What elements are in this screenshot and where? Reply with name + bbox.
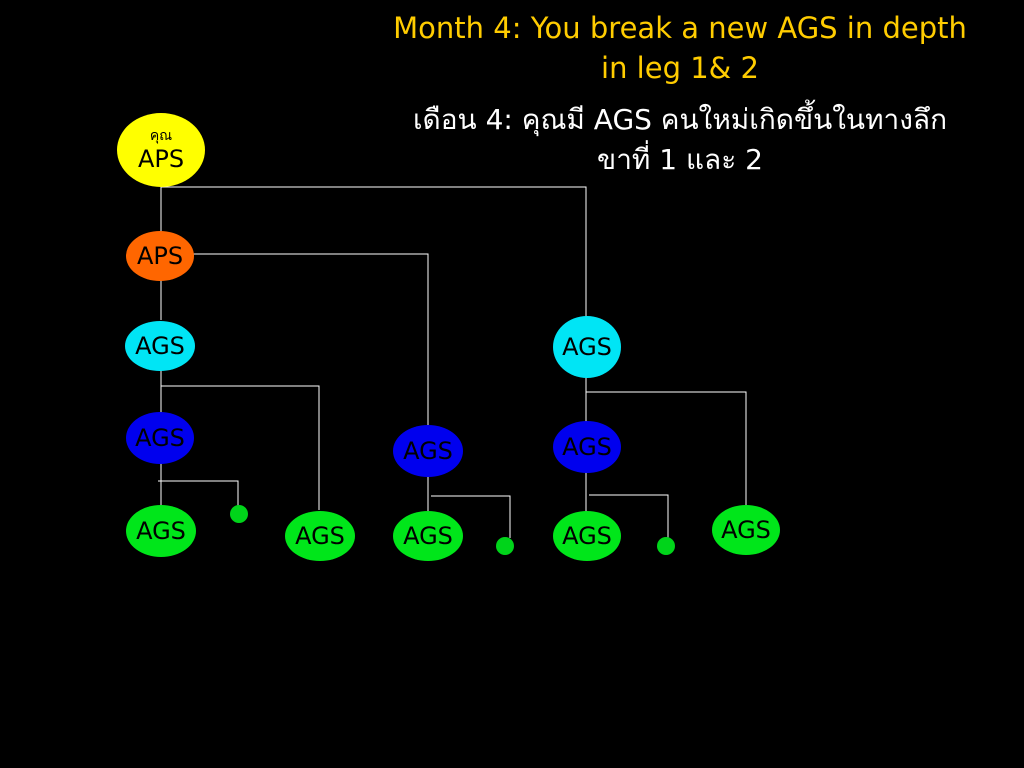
you-aps-label: APS	[137, 145, 185, 173]
leg1-ags-blue-label: AGS	[135, 424, 185, 452]
leg2-ags-green-label: AGS	[403, 522, 453, 550]
aps-node: APS	[126, 231, 194, 281]
leg2-ags-green-node: AGS	[393, 511, 463, 561]
leg2-empty-position-dot	[496, 537, 514, 555]
line-blue-to-dot-leg3	[589, 494, 669, 538]
line-blue-to-dot-leg1	[158, 480, 239, 506]
leg1-ags-green-right-label: AGS	[295, 522, 345, 550]
leg3-ags-green-right-label: AGS	[721, 516, 771, 544]
leg2-ags-blue-label: AGS	[403, 437, 453, 465]
leg1-ags-cyan-label: AGS	[135, 332, 185, 360]
leg1-ags-blue-node: AGS	[126, 412, 194, 464]
leg3-ags-green-bottom-node: AGS	[553, 511, 621, 561]
you-aps-node: คุณ APS	[117, 113, 205, 187]
line-aps-to-leg2	[193, 253, 429, 426]
leg3-ags-cyan-node: AGS	[553, 316, 621, 378]
line-cyan-to-green-right-leg1	[161, 385, 320, 510]
title-english: Month 4: You break a new AGS in depth in…	[393, 11, 967, 85]
leg1-ags-cyan-node: AGS	[125, 321, 195, 371]
you-label: คุณ	[149, 128, 173, 144]
leg2-ags-blue-node: AGS	[393, 425, 463, 477]
aps-label: APS	[136, 242, 184, 270]
leg1-ags-green-left-node: AGS	[126, 505, 196, 557]
line-you-to-leg3	[161, 186, 587, 318]
line-cyan-to-green-right-leg3	[586, 391, 747, 506]
leg3-ags-green-bottom-label: AGS	[562, 522, 612, 550]
leg1-ags-green-right-node: AGS	[285, 511, 355, 561]
leg3-ags-cyan-label: AGS	[562, 333, 612, 361]
line-blue-to-dot-leg2	[431, 495, 511, 538]
leg3-ags-blue-label: AGS	[562, 433, 612, 461]
leg1-ags-green-left-label: AGS	[136, 517, 186, 545]
leg3-ags-blue-node: AGS	[553, 421, 621, 473]
leg1-empty-position-dot	[230, 505, 248, 523]
leg3-ags-green-right-node: AGS	[712, 505, 780, 555]
title-thai: เดือน 4: คุณมี AGS คนใหม่เกิดขึ้นในทางลึ…	[412, 103, 948, 176]
leg3-empty-position-dot	[657, 537, 675, 555]
